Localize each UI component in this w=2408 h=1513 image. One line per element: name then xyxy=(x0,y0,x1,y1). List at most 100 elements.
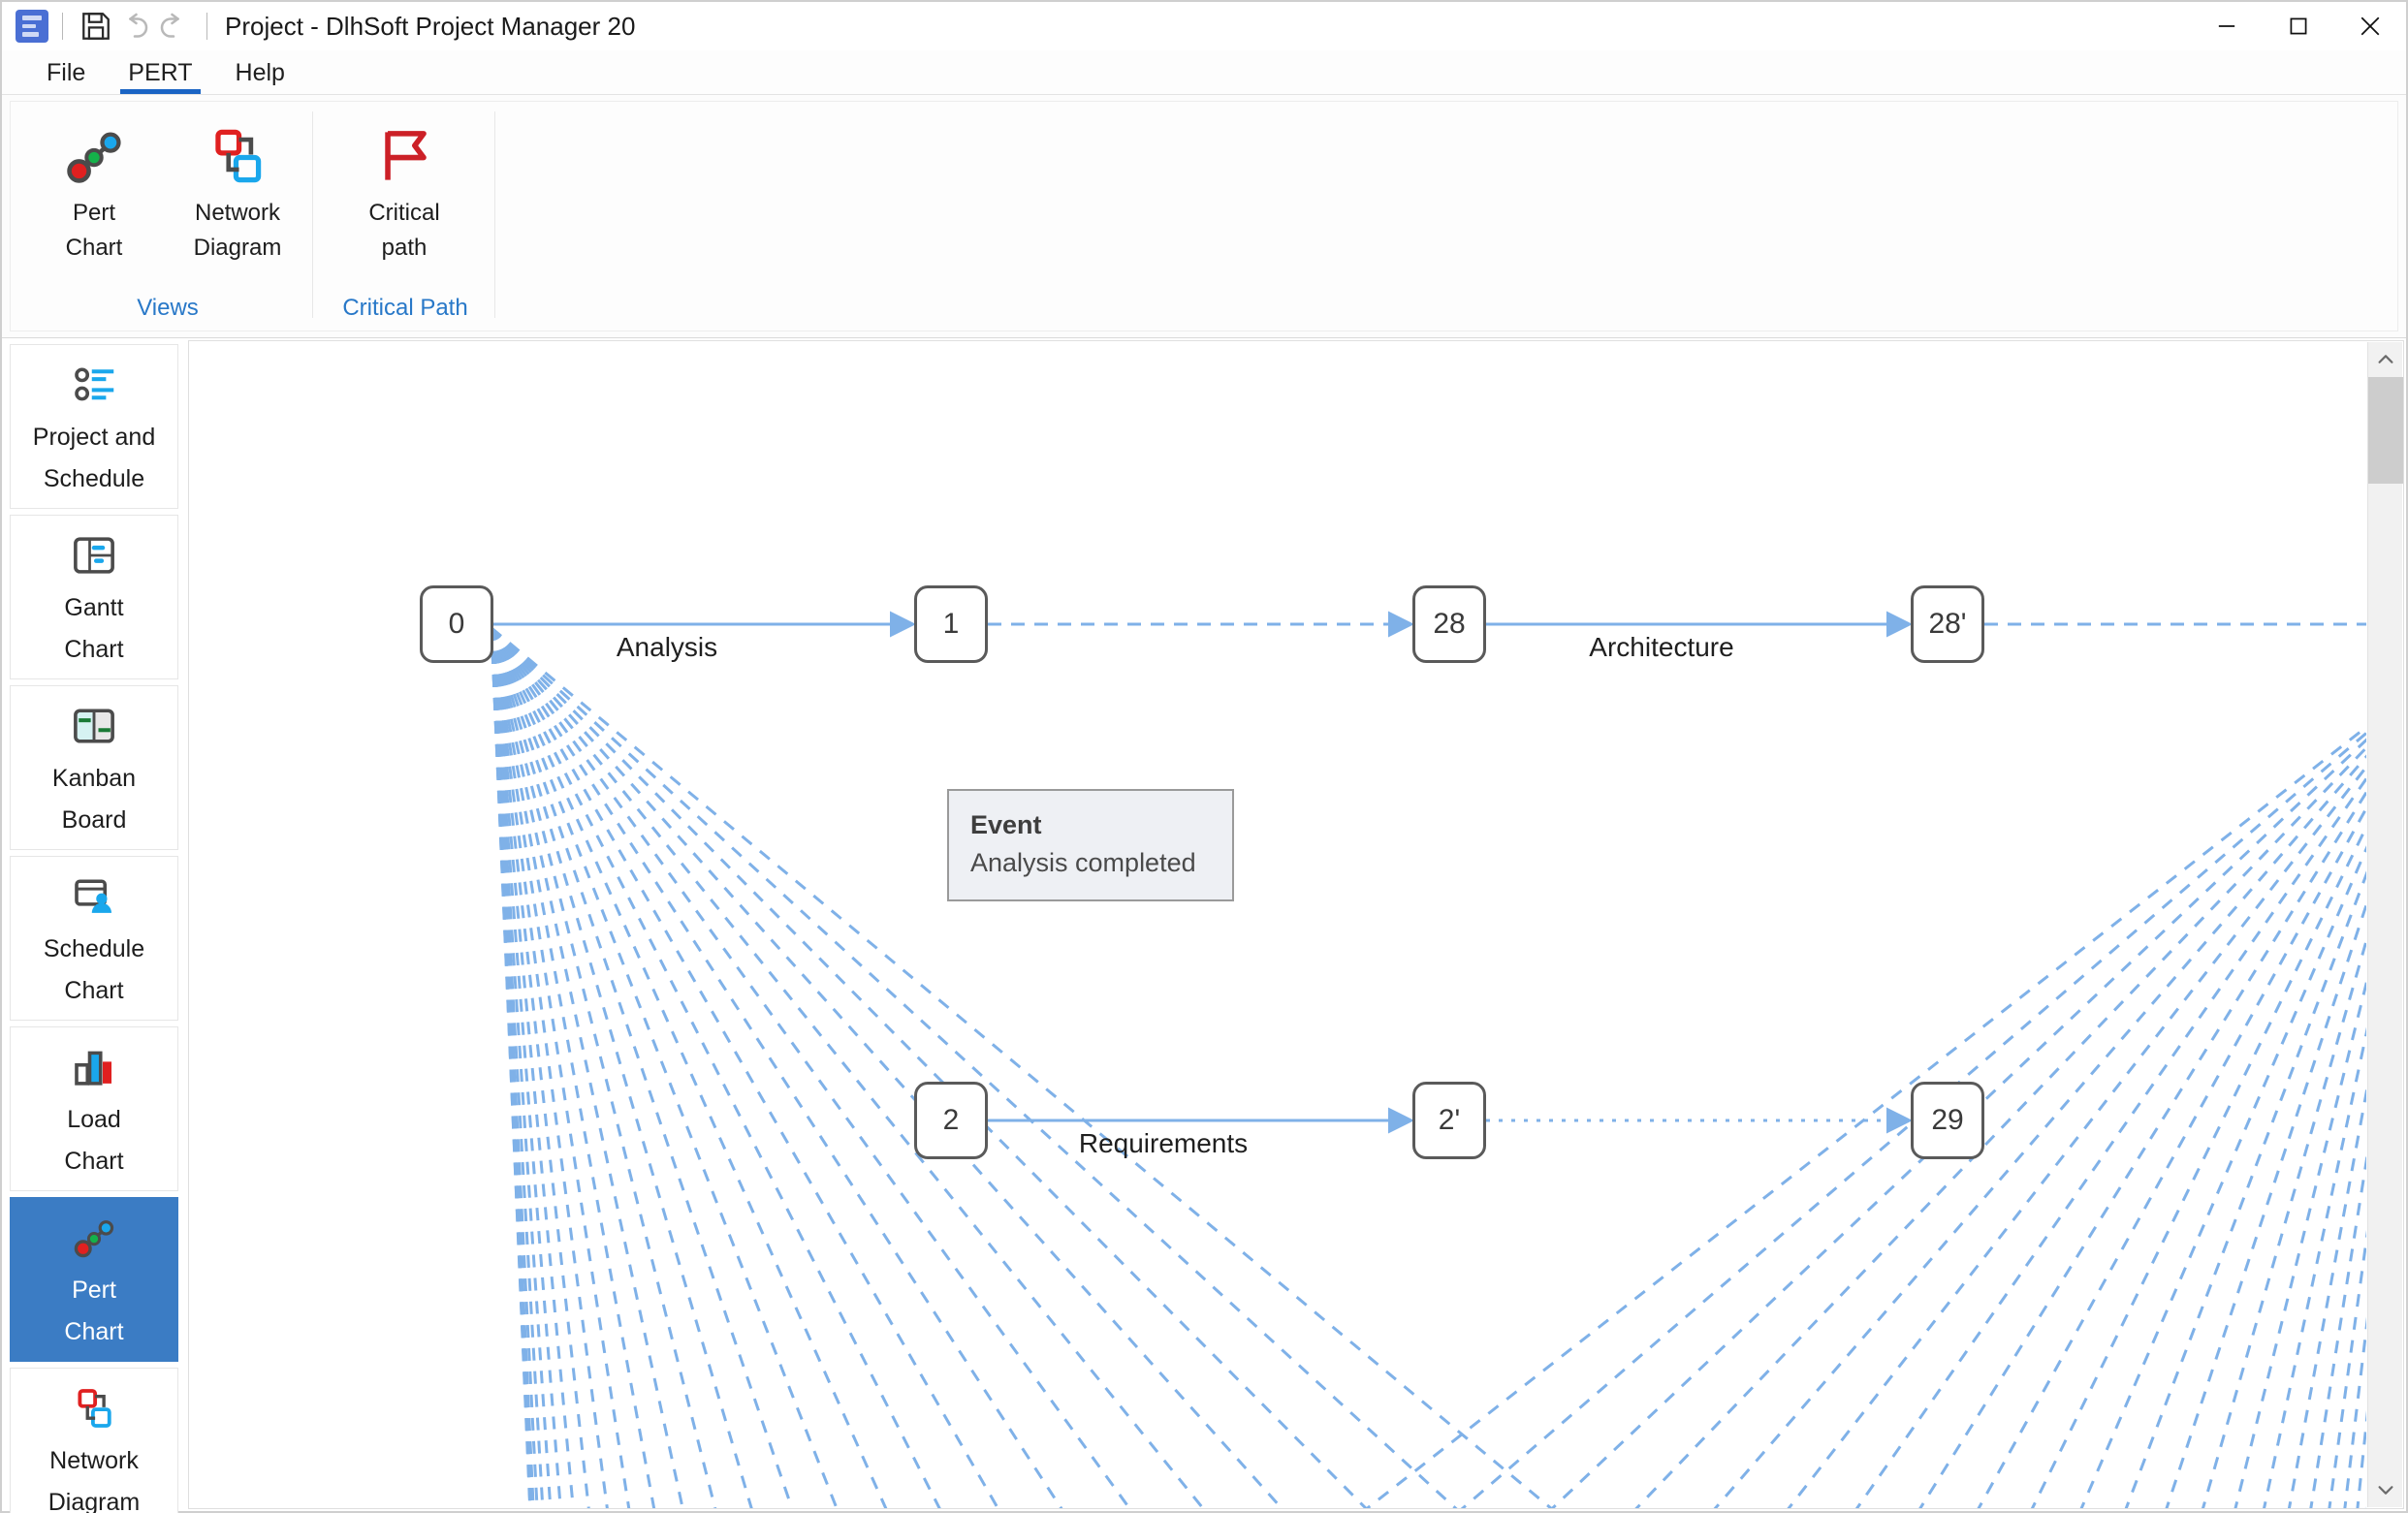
tab-pert-label: PERT xyxy=(128,58,193,86)
pert-dependency-link xyxy=(1365,725,2366,1508)
sidebar-item-load-chart[interactable]: Load Chart xyxy=(10,1026,178,1191)
toolbar-divider xyxy=(62,13,63,40)
pert-node[interactable]: 2' xyxy=(1412,1082,1486,1159)
pert-dependency-link xyxy=(490,626,1458,1508)
pert-dependency-link xyxy=(490,627,1131,1508)
tab-pert[interactable]: PERT xyxy=(107,51,213,94)
pert-node[interactable]: 1 xyxy=(914,585,988,663)
pert-node[interactable]: 28' xyxy=(1911,585,1984,663)
close-button[interactable] xyxy=(2334,2,2406,50)
pert-dependency-link xyxy=(490,627,609,1508)
pert-dependency-link xyxy=(490,627,684,1508)
pert-dependency-link xyxy=(2287,1085,2366,1508)
pert-dependency-link xyxy=(2343,1316,2366,1508)
app-logo-icon[interactable] xyxy=(16,10,48,43)
pert-dependency-link xyxy=(2263,1026,2366,1508)
pert-dependency-link xyxy=(1713,754,2366,1508)
sidebar-item-label-line1: Gantt xyxy=(64,594,124,621)
pert-dependency-link xyxy=(1918,789,2366,1508)
undo-icon[interactable] xyxy=(115,7,154,46)
redo-icon[interactable] xyxy=(154,7,193,46)
ribbon-button-label-line2: Chart xyxy=(65,235,123,261)
view-sidebar: Project and Schedule Gantt Chart xyxy=(4,340,184,1513)
sidebar-item-label-line2: Chart xyxy=(64,1148,124,1175)
pert-dependency-link xyxy=(490,627,575,1508)
title-divider xyxy=(206,13,207,40)
pert-dependency-link xyxy=(490,626,1284,1508)
maximize-button[interactable] xyxy=(2263,2,2334,50)
network-diagram-icon xyxy=(202,119,273,193)
ribbon-button-network-diagram[interactable]: Network Diagram xyxy=(166,102,309,263)
sidebar-item-kanban-board[interactable]: Kanban Board xyxy=(10,685,178,850)
pert-edge-label: Requirements xyxy=(1078,1128,1249,1158)
pert-dependency-link xyxy=(1460,731,2366,1508)
minimize-button[interactable] xyxy=(2191,2,2263,50)
pert-dependency-link xyxy=(2124,870,2366,1508)
pert-dependency-link xyxy=(490,627,553,1508)
pert-links-layer xyxy=(490,611,2366,1508)
sidebar-item-schedule-chart[interactable]: Schedule Chart xyxy=(10,856,178,1021)
ribbon-button-label-line1: Network xyxy=(194,200,281,226)
sidebar-item-label-line2: Board xyxy=(61,806,127,834)
scroll-up-button[interactable] xyxy=(2368,342,2403,377)
ribbon-group-title-views: Views xyxy=(137,295,199,321)
pert-node[interactable]: 2 xyxy=(914,1082,988,1159)
save-icon[interactable] xyxy=(77,7,115,46)
sidebar-item-label-line2: Diagram xyxy=(48,1489,141,1513)
pert-dependency-link xyxy=(2201,935,2366,1508)
pert-dependency-link xyxy=(490,627,562,1508)
pert-dependency-link xyxy=(1854,775,2366,1508)
pert-dependency-link xyxy=(490,627,941,1508)
tab-file[interactable]: File xyxy=(25,51,107,94)
ribbon-button-label-line2: Diagram xyxy=(193,235,282,261)
chevron-down-icon xyxy=(2378,1486,2393,1495)
ribbon-group-title-critical-path: Critical Path xyxy=(342,295,468,321)
network-diagram-icon xyxy=(68,1381,120,1435)
tab-file-label: File xyxy=(47,58,86,86)
scroll-down-button[interactable] xyxy=(2368,1472,2403,1507)
pert-dependency-link xyxy=(490,627,1000,1508)
sidebar-item-gantt-chart[interactable]: Gantt Chart xyxy=(10,515,178,679)
pert-dependency-link xyxy=(490,627,535,1508)
ribbon-button-critical-path[interactable]: Critical path xyxy=(333,102,476,263)
critical-path-flag-icon xyxy=(368,119,440,193)
sidebar-item-network-diagram[interactable]: Network Diagram xyxy=(10,1368,178,1513)
ribbon-button-label-line1: Critical xyxy=(368,200,440,226)
quick-access-toolbar: Project - DlhSoft Project Manager 20 xyxy=(2,7,635,46)
ribbon-button-label-line2: path xyxy=(381,235,428,261)
pert-dependency-link xyxy=(490,627,631,1508)
sidebar-item-label-line2: Schedule xyxy=(43,465,145,492)
ribbon-surface: Pert Chart Network xyxy=(10,101,2398,331)
kanban-board-icon xyxy=(68,699,120,753)
vertical-scrollbar[interactable] xyxy=(2367,342,2403,1507)
sidebar-item-label-line1: Load xyxy=(67,1106,121,1133)
window-title: Project - DlhSoft Project Manager 20 xyxy=(225,11,636,41)
pert-node[interactable]: 0 xyxy=(420,585,493,663)
pert-dependency-link xyxy=(1634,745,2366,1508)
sidebar-item-label-line1: Project and xyxy=(32,424,156,451)
sidebar-item-pert-chart[interactable]: Pert Chart xyxy=(10,1197,178,1362)
sidebar-item-project-and-schedule[interactable]: Project and Schedule xyxy=(10,344,178,509)
pert-dependency-link xyxy=(490,627,1063,1508)
ribbon-button-label-line1: Pert xyxy=(72,200,115,226)
pert-node[interactable]: 28 xyxy=(1412,585,1486,663)
pert-dependency-link xyxy=(1787,764,2366,1508)
pert-dependency-link xyxy=(490,626,1368,1508)
tab-underline xyxy=(120,89,201,94)
pert-node[interactable]: 29 xyxy=(1911,1082,1984,1159)
pert-dependency-link xyxy=(2234,977,2366,1508)
pert-dependency-link xyxy=(2328,1230,2366,1508)
pert-edge-label: Architecture xyxy=(1589,632,1734,662)
ribbon-button-pert-chart[interactable]: Pert Chart xyxy=(22,102,166,263)
pert-edge-label: Analysis xyxy=(616,632,718,662)
scrollbar-thumb[interactable] xyxy=(2368,377,2403,484)
load-chart-icon xyxy=(68,1040,120,1094)
tab-help-label: Help xyxy=(235,58,285,86)
sidebar-item-label-line1: Pert xyxy=(72,1277,116,1304)
pert-dependency-link xyxy=(490,627,839,1508)
tab-help[interactable]: Help xyxy=(214,51,306,94)
pert-dependency-link xyxy=(490,627,539,1508)
